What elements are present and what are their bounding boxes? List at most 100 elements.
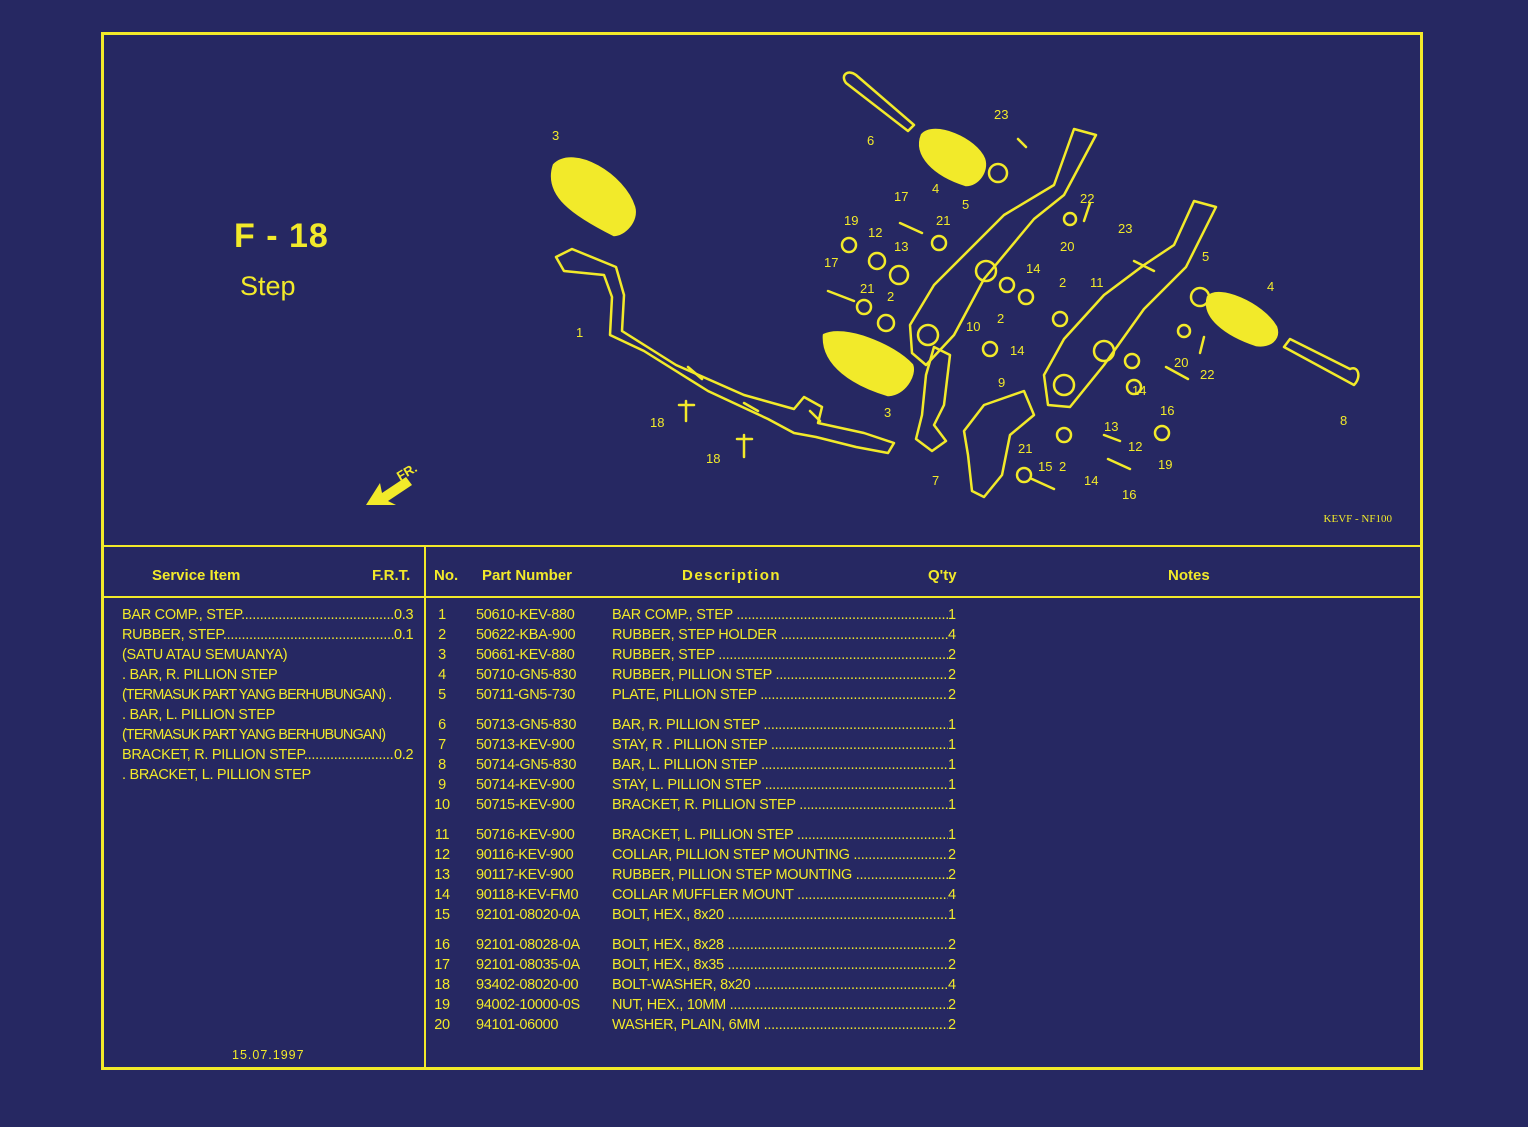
part-description: RUBBER, PILLION STEP MOUNTING ..........… (612, 867, 948, 883)
part-description: STAY, L. PILLION STEP ..................… (612, 777, 948, 793)
page-title: Step (240, 271, 296, 301)
header-no: No. (434, 567, 459, 584)
callout-6: 6 (867, 133, 874, 148)
part-no: 4 (438, 667, 446, 683)
part-number: 50661-KEV-880 (476, 647, 575, 663)
part-number: 90118-KEV-FM0 (476, 887, 579, 903)
part-number: 92101-08020-0A (476, 907, 580, 923)
callout-16a: 16 (1160, 403, 1174, 418)
part-no: 3 (438, 647, 446, 663)
part-no: 7 (438, 737, 446, 753)
issue-date: 15.07.1997 (232, 1048, 305, 1062)
callout-18a: 18 (650, 415, 664, 430)
part-number: 50710-GN5-830 (476, 667, 577, 683)
part-number: 50713-KEV-900 (476, 737, 575, 753)
part-qty: 2 (948, 847, 956, 863)
callout-17a: 17 (894, 189, 908, 204)
part-number: 50610-KEV-880 (476, 607, 575, 623)
part-qty: 1 (948, 717, 956, 733)
part-description: RUBBER, STEP HOLDER ....................… (612, 627, 948, 643)
callout-12a: 12 (868, 225, 882, 240)
part-no: 10 (434, 797, 450, 813)
part-number: 93402-08020-00 (476, 977, 579, 993)
callout-12b: 12 (1128, 439, 1142, 454)
part-number: 50716-KEV-900 (476, 827, 575, 843)
header-frt: F.R.T. (372, 567, 411, 584)
part-description: BOLT, HEX., 8x35 .......................… (612, 957, 948, 973)
right-bracket-drawing (908, 127, 1098, 367)
part-no: 2 (438, 627, 446, 643)
step-rubber-drawing (550, 157, 636, 237)
pillion-bar-l-drawing (1282, 337, 1360, 387)
part-description: STAY, R . PILLION STEP .................… (612, 737, 948, 753)
callout-18b: 18 (706, 451, 720, 466)
part-no: 11 (434, 827, 450, 843)
part-number: 92101-08035-0A (476, 957, 580, 973)
part-qty: 2 (948, 647, 956, 663)
part-description: BAR, L. PILLION STEP ...................… (612, 757, 948, 773)
part-qty: 1 (948, 777, 956, 793)
part-qty: 1 (948, 827, 956, 843)
part-no: 5 (438, 687, 446, 703)
part-no: 1 (438, 607, 446, 623)
part-description: BAR, R. PILLION STEP ...................… (612, 717, 948, 733)
parts-sheet-frame: F - 18 Step KEVF - NF100 (101, 32, 1423, 1070)
part-description: COLLAR, PILLION STEP MOUNTING ..........… (612, 847, 948, 863)
callout-22b: 22 (1200, 367, 1214, 382)
part-qty: 1 (948, 797, 956, 813)
left-stay-drawing (962, 389, 1036, 499)
callout-5b: 5 (1202, 249, 1209, 264)
part-qty: 4 (948, 627, 956, 643)
callout-13a: 13 (894, 239, 908, 254)
table-header-divider (104, 596, 1420, 598)
header-qty: Q'ty (928, 567, 957, 584)
callout-14d: 14 (1084, 473, 1098, 488)
part-number: 90116-KEV-900 (476, 847, 574, 863)
header-part-number: Part Number (482, 567, 573, 584)
service-item: . BAR, R. PILLION STEP (122, 667, 278, 683)
part-description: BOLT, HEX., 8x20 .......................… (612, 907, 948, 923)
page-code: F - 18 (234, 217, 329, 255)
service-item: (SATU ATAU SEMUANYA) (122, 647, 288, 663)
part-description: NUT, HEX., 10MM ........................… (612, 997, 948, 1013)
part-number: 94101-06000 (476, 1017, 559, 1033)
callout-2a: 2 (887, 289, 894, 304)
part-description: PLATE, PILLION STEP ....................… (612, 687, 948, 703)
part-no: 17 (434, 957, 450, 973)
callout-19b: 19 (1158, 457, 1172, 472)
part-no: 20 (434, 1017, 450, 1033)
callout-13b: 13 (1104, 419, 1118, 434)
exploded-parts-diagram: FR. 1 2 2 2 2 3 3 4 4 5 5 6 7 8 9 10 11 … (366, 71, 1360, 505)
callout-9: 9 (998, 375, 1005, 390)
callout-11: 11 (1090, 275, 1104, 290)
callout-15: 15 (1038, 459, 1052, 474)
part-description: BOLT, HEX., 8x28 .......................… (612, 937, 948, 953)
part-qty: 4 (948, 887, 956, 903)
front-label: FR. (394, 460, 420, 483)
service-column-divider (424, 547, 426, 1067)
diagram-table-divider (104, 545, 1420, 547)
callout-14b: 14 (1010, 343, 1024, 358)
callout-5a: 5 (962, 197, 969, 212)
service-item: (TERMASUK PART YANG BERHUBUNGAN) . (122, 687, 392, 703)
part-description: WASHER, PLAIN, 6MM .....................… (612, 1017, 948, 1033)
callout-4b: 4 (1267, 279, 1274, 294)
callout-20a: 20 (1060, 239, 1074, 254)
callout-17b: 17 (824, 255, 838, 270)
part-description: BRACKET, L. PILLION STEP ...............… (612, 827, 948, 843)
step-bar-drawing (554, 247, 896, 455)
part-qty: 1 (948, 607, 956, 623)
callout-21b: 21 (860, 281, 874, 296)
part-number: 92101-08028-0A (476, 937, 580, 953)
part-number: 50714-KEV-900 (476, 777, 575, 793)
part-number: 90117-KEV-900 (476, 867, 574, 883)
callout-23a: 23 (994, 107, 1008, 122)
service-item: . BAR, L. PILLION STEP (122, 707, 275, 723)
part-no: 14 (434, 887, 450, 903)
part-number: 50622-KBA-900 (476, 627, 576, 643)
callout-3a: 3 (552, 128, 559, 143)
part-qty: 2 (948, 937, 956, 953)
part-no: 16 (434, 937, 450, 953)
part-description: BAR COMP., STEP ........................… (612, 607, 948, 623)
part-no: 18 (434, 977, 450, 993)
